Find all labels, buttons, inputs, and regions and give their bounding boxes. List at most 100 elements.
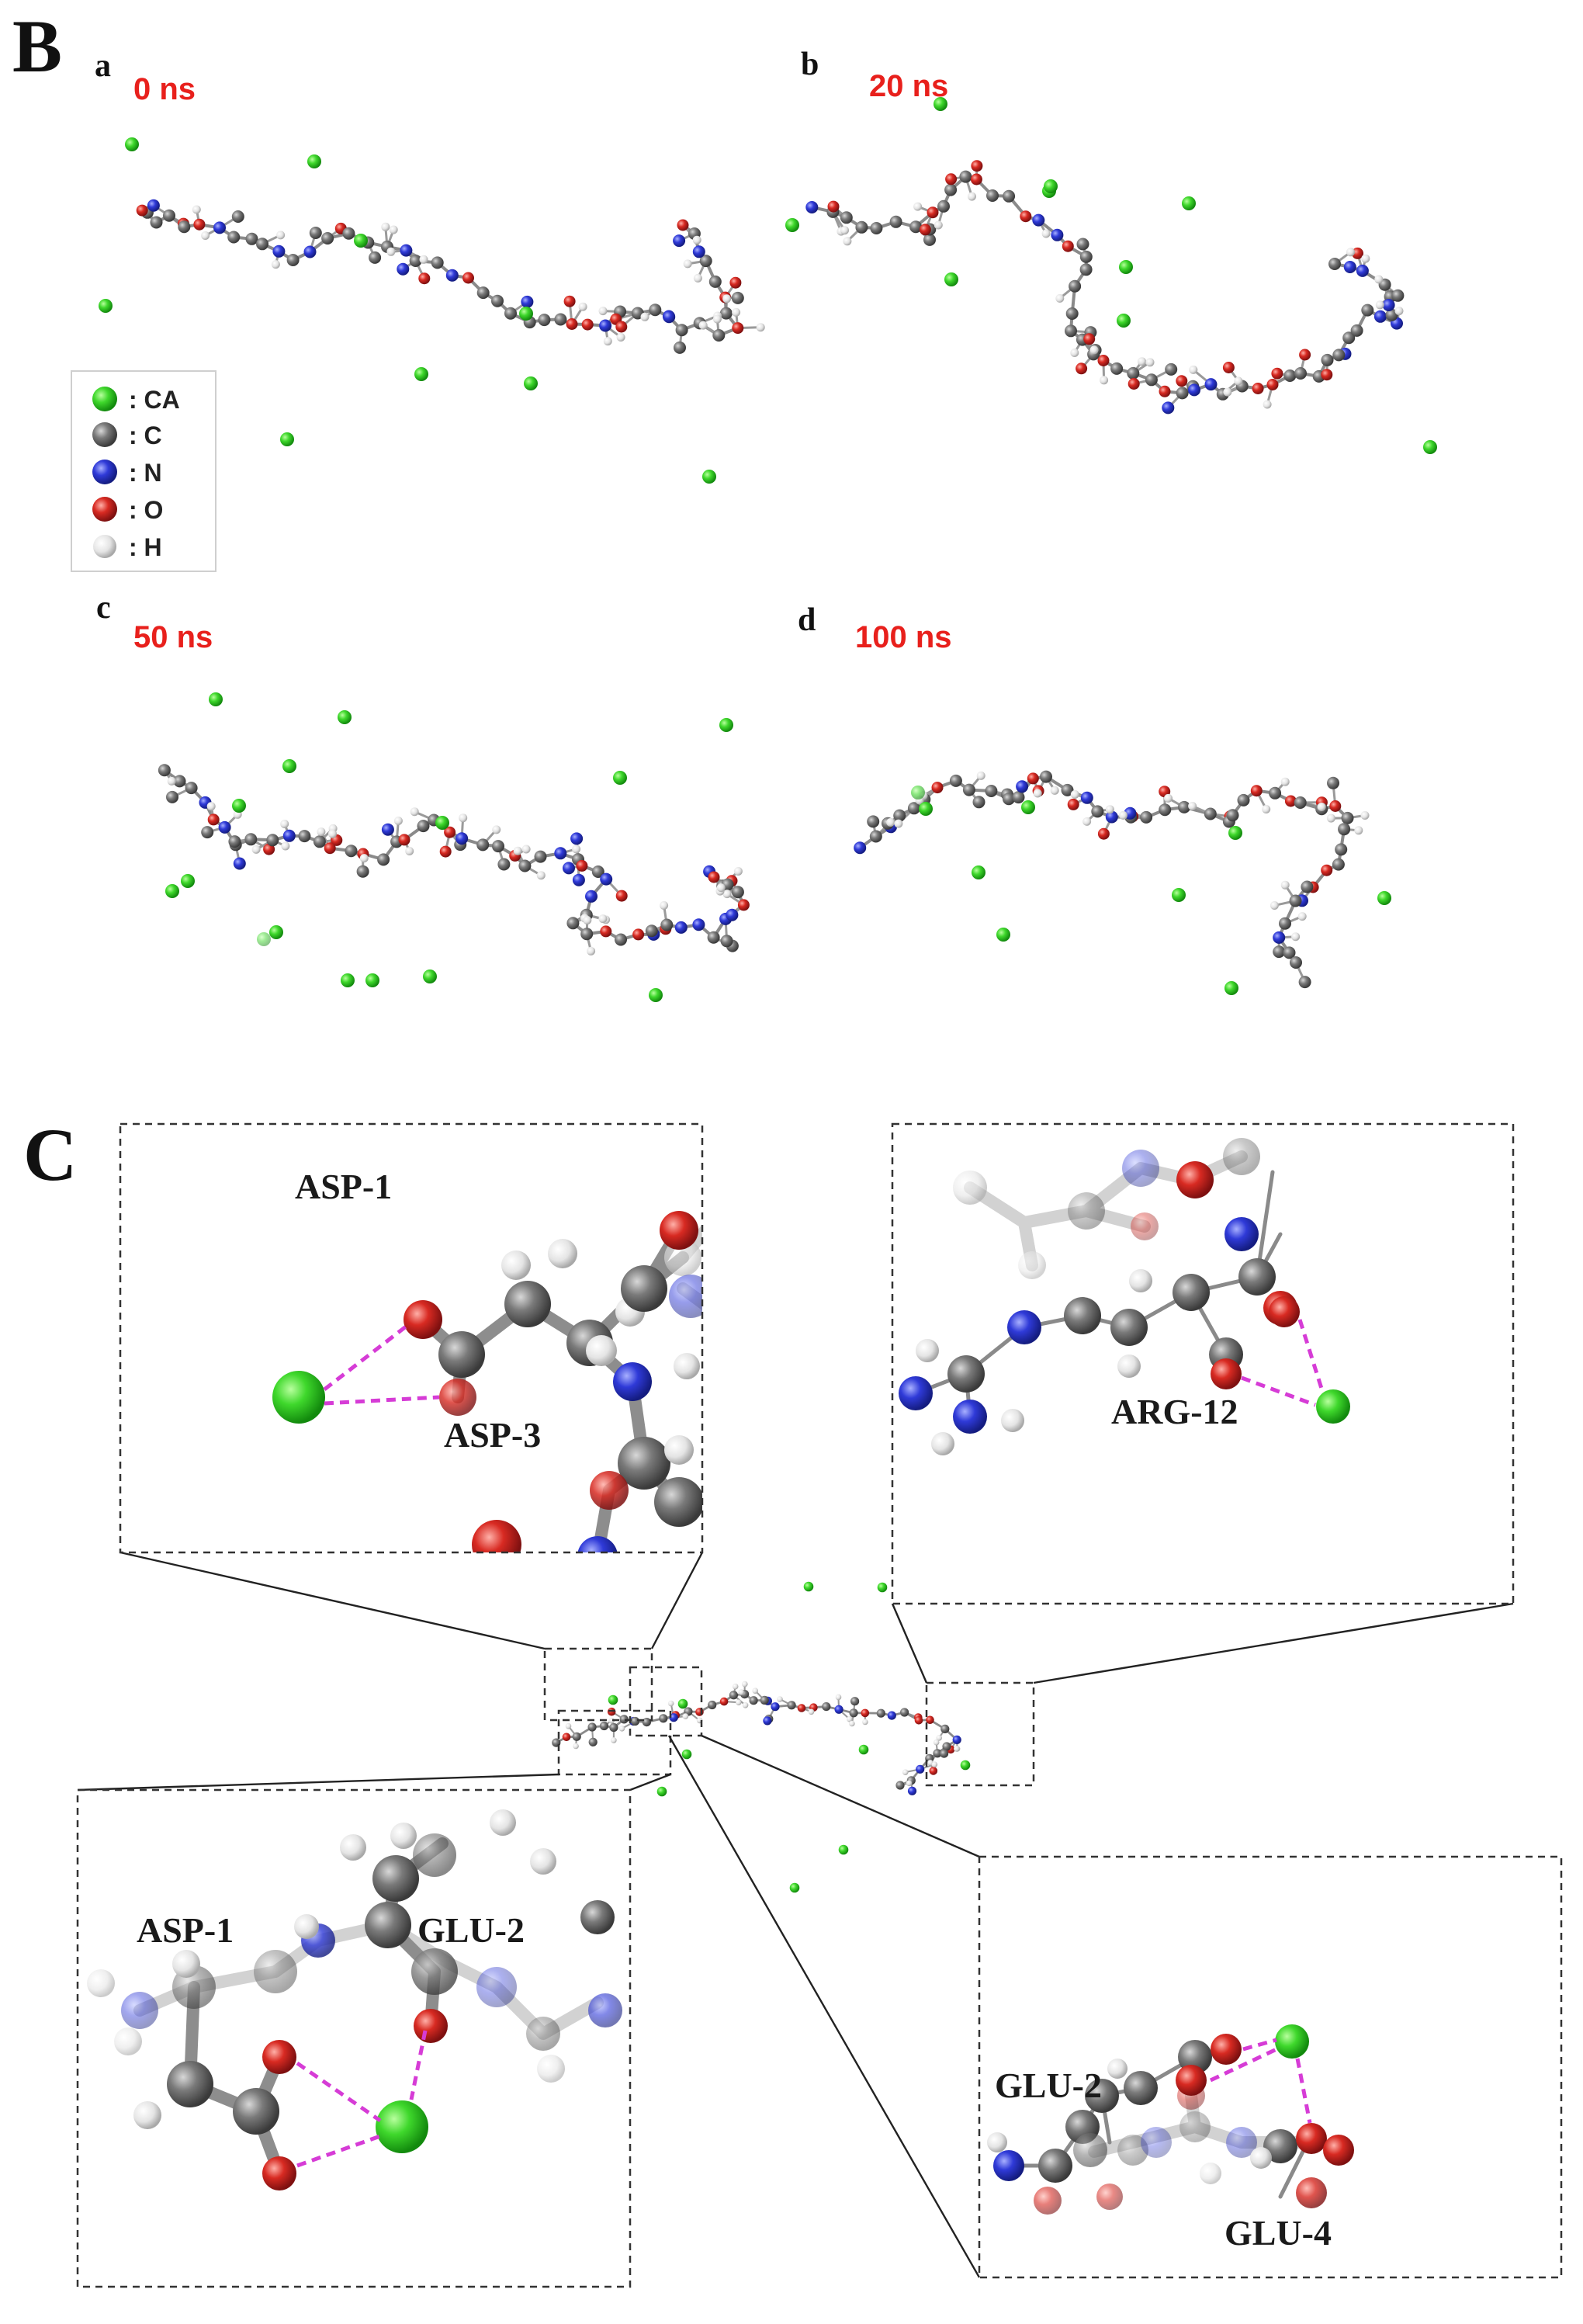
atom xyxy=(615,321,628,333)
label-asp1-bottom: ASP-1 xyxy=(137,1910,234,1950)
atom xyxy=(1070,790,1079,799)
atom xyxy=(256,238,268,251)
calcium-ion xyxy=(1117,314,1131,328)
atom xyxy=(675,324,688,337)
atom xyxy=(729,1691,739,1700)
connector-line xyxy=(891,1603,928,1684)
atom xyxy=(949,774,962,787)
atom xyxy=(698,321,708,330)
subpanel-d-letter: d xyxy=(798,602,816,638)
atom xyxy=(827,200,840,213)
atom xyxy=(459,813,468,823)
calcium-ion xyxy=(838,1844,849,1855)
atom xyxy=(959,170,972,183)
atom xyxy=(1280,777,1290,786)
calcium-ion xyxy=(307,154,321,168)
calcium-ion xyxy=(608,1694,618,1705)
subpanel-b-letter: b xyxy=(801,47,819,82)
atom xyxy=(572,1732,581,1741)
atom xyxy=(1079,250,1093,263)
atom xyxy=(742,1702,749,1708)
atom xyxy=(669,1713,678,1722)
atom xyxy=(150,216,163,229)
subpanel-c-time: 50 ns xyxy=(133,620,213,654)
atom xyxy=(476,286,490,300)
calcium-ion xyxy=(789,1882,800,1893)
atom xyxy=(321,232,334,245)
atom xyxy=(563,862,575,875)
atom xyxy=(1070,349,1079,357)
atom xyxy=(580,928,594,941)
atom xyxy=(1273,945,1286,959)
atom xyxy=(1140,810,1153,824)
atom xyxy=(598,307,608,316)
atom xyxy=(377,853,390,866)
inset-asp1-asp3: ASP-1 ASP-3 xyxy=(119,1122,704,1554)
atom xyxy=(280,820,289,828)
atom xyxy=(909,220,923,234)
legend-calcium-icon xyxy=(92,387,117,411)
atom xyxy=(405,847,414,855)
atom xyxy=(573,1743,579,1750)
atom xyxy=(732,1683,739,1690)
atom xyxy=(729,276,742,289)
legend-oxygen-icon xyxy=(92,497,117,522)
atom xyxy=(244,833,258,846)
atom xyxy=(504,307,517,320)
atom xyxy=(534,850,547,863)
atom xyxy=(968,192,976,201)
label-arg12: ARG-12 xyxy=(1111,1392,1238,1431)
atom xyxy=(1176,387,1189,400)
atom xyxy=(583,916,592,924)
atom xyxy=(677,219,689,231)
atom xyxy=(660,918,674,931)
atom xyxy=(1020,210,1032,223)
atom xyxy=(731,291,744,304)
atom xyxy=(1262,805,1271,813)
atom xyxy=(193,218,206,231)
atom xyxy=(1234,376,1243,386)
atom xyxy=(554,313,567,326)
atom xyxy=(692,918,705,931)
calcium-ion xyxy=(919,802,933,816)
calcium-ion xyxy=(719,718,733,732)
atom xyxy=(1061,783,1074,796)
atom xyxy=(251,845,261,854)
atom xyxy=(513,846,522,855)
atom xyxy=(563,295,576,307)
atom xyxy=(233,857,246,870)
atom xyxy=(1374,275,1384,284)
atom xyxy=(616,333,625,342)
atom xyxy=(538,314,551,327)
connector-line xyxy=(1033,1602,1514,1684)
atom xyxy=(1385,308,1398,321)
atom xyxy=(1083,333,1096,345)
atom xyxy=(158,764,171,777)
atom xyxy=(342,227,355,240)
atom xyxy=(173,775,186,788)
calcium-ion xyxy=(165,884,179,898)
atom xyxy=(456,832,469,845)
atom xyxy=(667,1700,674,1707)
atom xyxy=(1341,811,1354,824)
atom xyxy=(491,294,504,307)
calcium-ion xyxy=(354,234,368,248)
atom xyxy=(731,886,744,899)
atom xyxy=(587,946,596,956)
atom xyxy=(719,1697,729,1706)
atom xyxy=(907,1786,917,1795)
atom xyxy=(962,783,975,796)
atom xyxy=(445,269,459,282)
atom xyxy=(682,1713,689,1719)
atom xyxy=(565,1722,572,1729)
calcium-ion xyxy=(1182,196,1196,210)
atom xyxy=(167,776,176,786)
atom xyxy=(1321,369,1333,381)
atom xyxy=(615,890,628,902)
subpanel-a-time: 0 ns xyxy=(133,72,196,106)
atom xyxy=(756,323,765,332)
atom xyxy=(419,255,428,264)
atom xyxy=(1105,810,1118,824)
atom xyxy=(1119,810,1127,820)
atom xyxy=(1222,362,1235,373)
